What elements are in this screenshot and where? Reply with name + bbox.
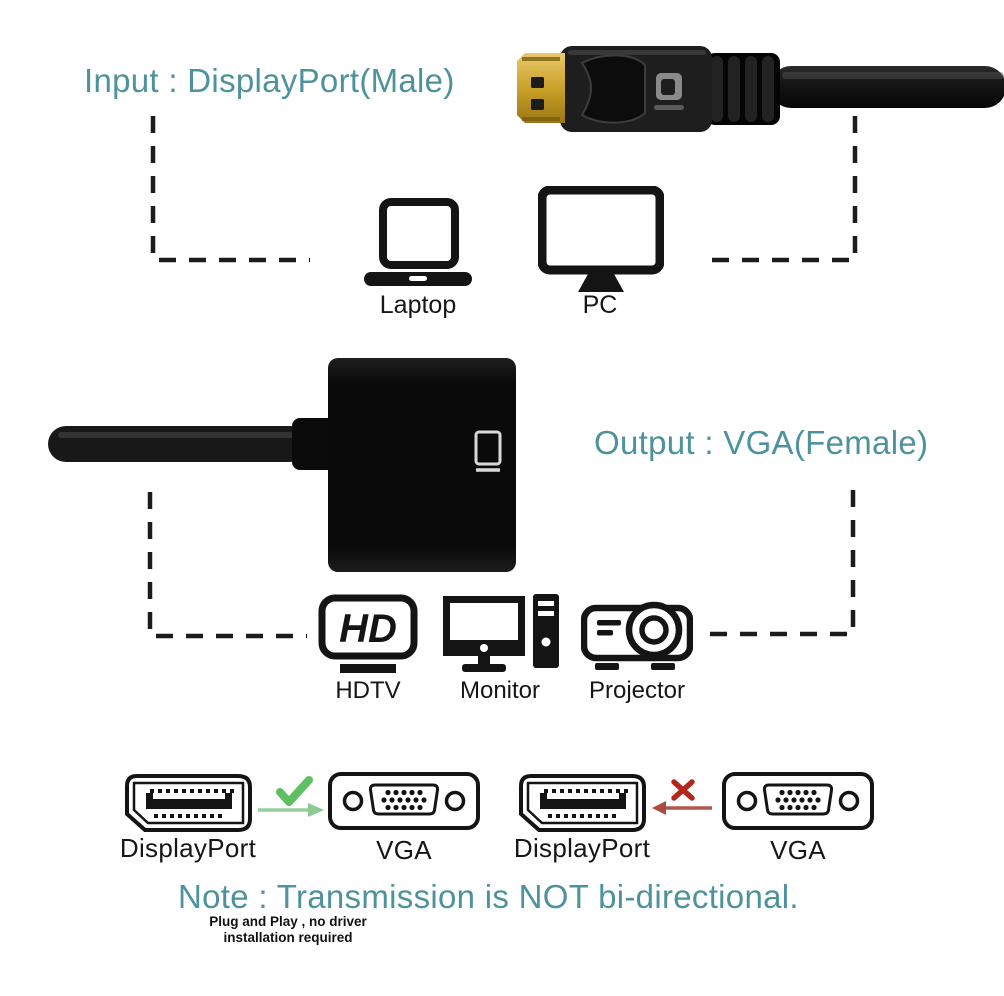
cable [770, 66, 1004, 108]
adapter-monitor-glyph-icon [474, 430, 502, 472]
note-subtext-line2: installation required [223, 929, 353, 945]
displayport-port-icon-allowed [125, 774, 252, 832]
vga-female-adapter-icon [48, 358, 516, 572]
note-title: Note : Transmission is NOT bi-directiona… [178, 878, 799, 915]
vga-port-icon-allowed [328, 772, 480, 830]
projector-icon [581, 601, 693, 670]
hd-badge-text: HD [339, 607, 397, 651]
vga-label-blocked: VGA [770, 835, 826, 865]
displayport-label-allowed: DisplayPort [119, 833, 257, 863]
monitor-icon [443, 594, 559, 672]
displayport-male-plug-icon [517, 46, 1004, 132]
laptop-label: Laptop [379, 291, 457, 319]
output-title: Output : VGA(Female) [594, 424, 929, 461]
projector-label: Projector [588, 677, 686, 704]
dp-logo [654, 73, 684, 110]
check-arrow-icon [258, 776, 324, 817]
input-title: Input : DisplayPort(Male) [84, 62, 455, 99]
adapter-housing [328, 358, 516, 572]
vga-port-icon-blocked [722, 772, 874, 830]
pc-icon [538, 186, 664, 292]
vga-label-allowed: VGA [376, 835, 432, 865]
hdtv-icon: HD [318, 594, 418, 673]
cross-arrow-icon [652, 779, 712, 815]
displayport-port-icon-blocked [519, 774, 646, 832]
hdtv-label: HDTV [335, 677, 401, 704]
note-subtext-line1: Plug and Play , no driver [209, 914, 367, 929]
pc-label: PC [582, 291, 618, 319]
monitor-label: Monitor [459, 677, 541, 704]
adapter-cable [48, 426, 308, 462]
laptop-icon [364, 198, 472, 286]
displayport-label-blocked: DisplayPort [513, 833, 651, 863]
note-subtext: Plug and Play , no driver installation r… [198, 914, 378, 945]
